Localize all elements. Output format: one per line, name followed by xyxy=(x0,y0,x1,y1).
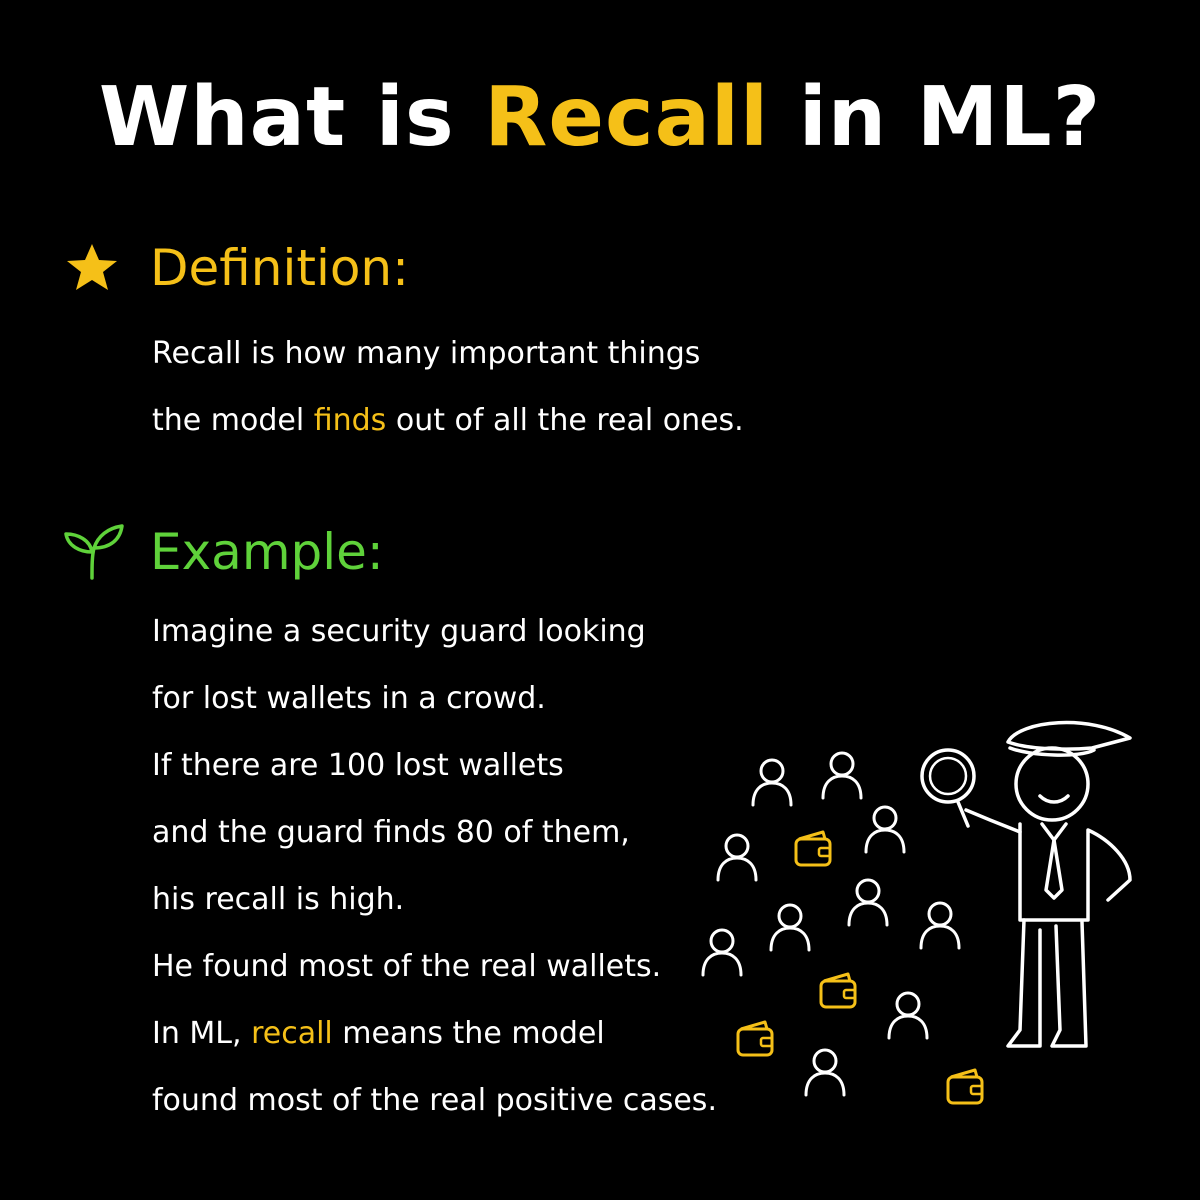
person-icon xyxy=(701,928,743,977)
sprout-icon xyxy=(62,522,132,582)
person-icon xyxy=(847,878,889,927)
example-line: Imagine a security guard looking xyxy=(152,614,646,649)
example-line-7-end: means the model xyxy=(332,1016,605,1051)
example-line-8: found most of the real positive cases. xyxy=(152,1083,717,1118)
definition-line-2-end: out of all the real ones. xyxy=(386,403,744,438)
wallet-icon xyxy=(794,830,832,867)
example-line: He found most of the real wallets. xyxy=(152,949,662,984)
definition-heading: Definition: xyxy=(62,238,409,298)
page-title: What is Recall in ML? xyxy=(0,70,1200,165)
guard-crowd-illustration xyxy=(701,720,1132,1105)
person-icon xyxy=(769,903,811,952)
wallet-icon xyxy=(946,1068,984,1105)
definition-heading-label: Definition: xyxy=(150,239,409,297)
definition-line-2-start: the model xyxy=(152,403,314,438)
person-icon xyxy=(864,805,906,854)
star-icon xyxy=(62,238,132,298)
example-line: his recall is high. xyxy=(152,882,405,917)
person-icon xyxy=(887,991,929,1040)
person-icon xyxy=(919,901,961,950)
definition-line-1: Recall is how many important things xyxy=(152,336,701,371)
example-line: for lost wallets in a crowd. xyxy=(152,681,546,716)
title-highlight: Recall xyxy=(484,70,770,165)
wallet-icon xyxy=(736,1020,774,1057)
example-highlight: recall xyxy=(251,1016,333,1051)
definition-text: Recall is how many important things the … xyxy=(152,320,744,454)
title-text-before: What is xyxy=(98,70,485,165)
person-icon xyxy=(716,833,758,882)
example-line: If there are 100 lost wallets xyxy=(152,748,564,783)
example-heading: Example: xyxy=(62,522,384,582)
guard-icon xyxy=(964,720,1132,1048)
definition-line-2: the model finds out of all the real ones… xyxy=(152,387,744,454)
person-icon xyxy=(804,1048,846,1097)
example-line-7-start: In ML, xyxy=(152,1016,252,1051)
title-text-after: in ML? xyxy=(769,70,1102,165)
magnifier-icon xyxy=(920,748,976,828)
example-line-7: In ML, recall means the model xyxy=(152,1000,717,1067)
person-icon xyxy=(821,751,863,800)
definition-highlight: finds xyxy=(313,403,387,438)
example-line: and the guard finds 80 of them, xyxy=(152,815,630,850)
example-heading-label: Example: xyxy=(150,523,384,581)
person-icon xyxy=(751,758,793,807)
wallet-icon xyxy=(819,972,857,1009)
example-text: Imagine a security guard looking for los… xyxy=(152,598,717,1134)
